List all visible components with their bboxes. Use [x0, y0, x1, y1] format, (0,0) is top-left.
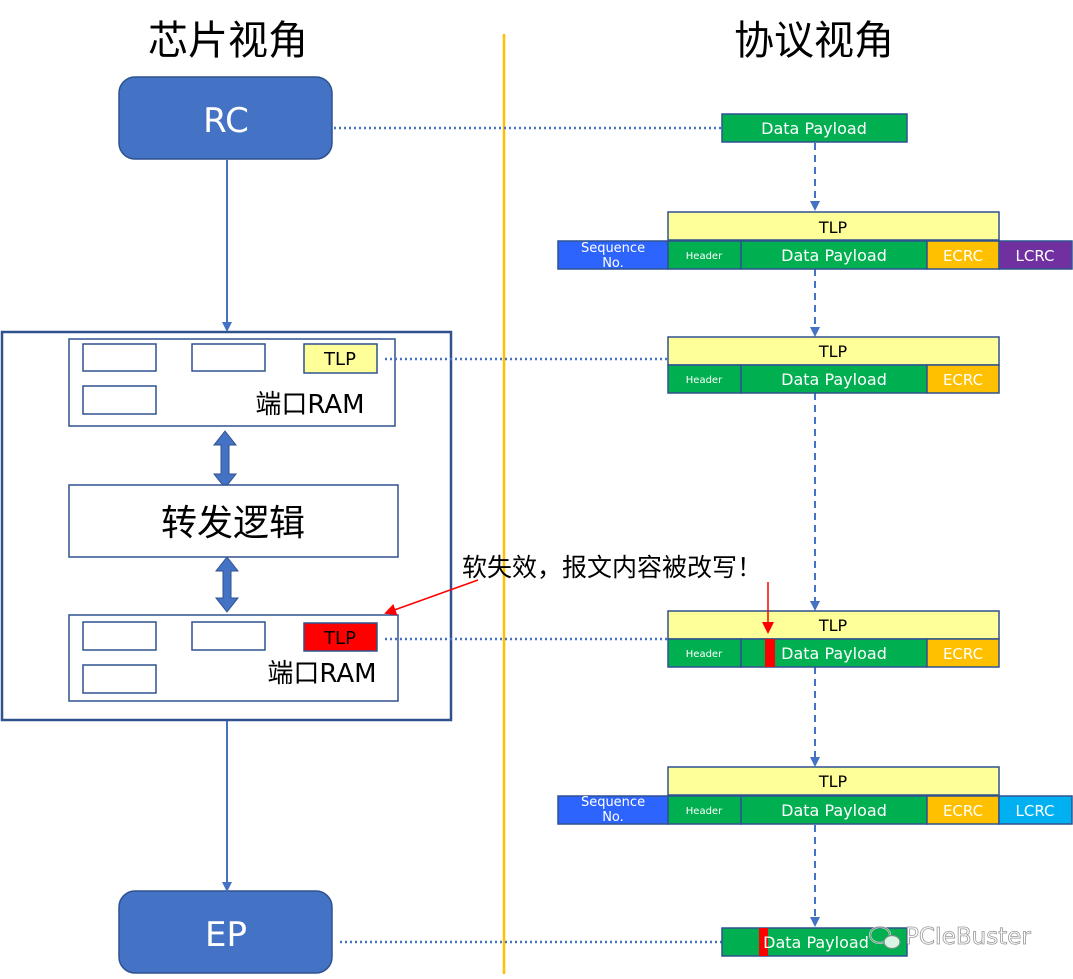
ep-label: EP: [205, 915, 247, 955]
tlp-tag-ok: [303, 343, 378, 374]
svg-text:Sequence: Sequence: [581, 795, 645, 810]
svg-text:No.: No.: [602, 256, 624, 271]
svg-text:Sequence: Sequence: [581, 241, 645, 256]
left-title: 芯片视角: [148, 18, 308, 64]
tlp-tag-ok-label: TLP: [323, 349, 356, 370]
port-ram-top-label: 端口RAM: [255, 390, 364, 420]
svg-text:Data Payload: Data Payload: [761, 119, 867, 138]
soft-error-annotation: 软失效，报文内容被改写！: [462, 553, 762, 582]
double-arrow-bottom: [214, 556, 240, 613]
svg-text:Data Payload: Data Payload: [763, 933, 869, 952]
svg-text:Header: Header: [686, 251, 723, 262]
wechat-icon: [868, 925, 901, 950]
tlp-tag-error: [303, 622, 378, 652]
svg-text:TLP: TLP: [818, 342, 848, 361]
svg-text:ECRC: ECRC: [943, 247, 983, 265]
svg-text:Data Payload: Data Payload: [781, 644, 887, 663]
corruption-marker: [759, 928, 768, 956]
packet-ram-corrupted: TLP Header Data Payload ECRC: [667, 610, 1000, 668]
svg-text:Data Payload: Data Payload: [781, 801, 887, 820]
ram-slot: [82, 621, 157, 651]
right-title: 协议视角: [734, 18, 894, 64]
watermark-text: PCIeBuster: [905, 924, 1031, 950]
svg-text:TLP: TLP: [818, 218, 848, 237]
svg-text:Header: Header: [686, 649, 723, 660]
packet-ram-ok: TLP Header Data Payload ECRC: [667, 336, 1000, 394]
svg-text:ECRC: ECRC: [943, 371, 983, 389]
watermark: PCIeBuster: [868, 924, 1032, 950]
forwarding-logic-box: [68, 484, 399, 558]
svg-text:Data Payload: Data Payload: [781, 246, 887, 265]
rc-label: RC: [203, 101, 249, 141]
svg-text:No.: No.: [602, 810, 624, 825]
svg-text:LCRC: LCRC: [1016, 247, 1055, 265]
svg-text:Header: Header: [686, 375, 723, 386]
rc-node: [118, 76, 333, 160]
ram-slot: [82, 385, 157, 415]
packet-data-only: Data Payload: [721, 113, 908, 143]
tlp-tag-error-label: TLP: [323, 628, 356, 649]
svg-text:ECRC: ECRC: [943, 802, 983, 820]
annotation-arrow-left: [384, 579, 479, 616]
ram-slot: [191, 621, 266, 651]
packet-tx-full: TLP Sequence No. Header Data Payload ECR…: [557, 211, 1073, 271]
corruption-marker: [765, 639, 775, 667]
svg-text:TLP: TLP: [818, 772, 848, 791]
svg-text:LCRC: LCRC: [1016, 802, 1055, 820]
svg-text:TLP: TLP: [818, 616, 848, 635]
forwarding-logic-label: 转发逻辑: [161, 503, 305, 544]
svg-text:ECRC: ECRC: [943, 645, 983, 663]
ram-slot: [191, 343, 266, 372]
ram-slot: [82, 343, 157, 372]
svg-text:Header: Header: [686, 806, 723, 817]
port-ram-bottom-label: 端口RAM: [267, 659, 376, 689]
packet-tx-rebuilt: TLP Sequence No. Header Data Payload ECR…: [557, 766, 1073, 825]
svg-text:Data Payload: Data Payload: [781, 370, 887, 389]
ram-slot: [82, 664, 157, 694]
